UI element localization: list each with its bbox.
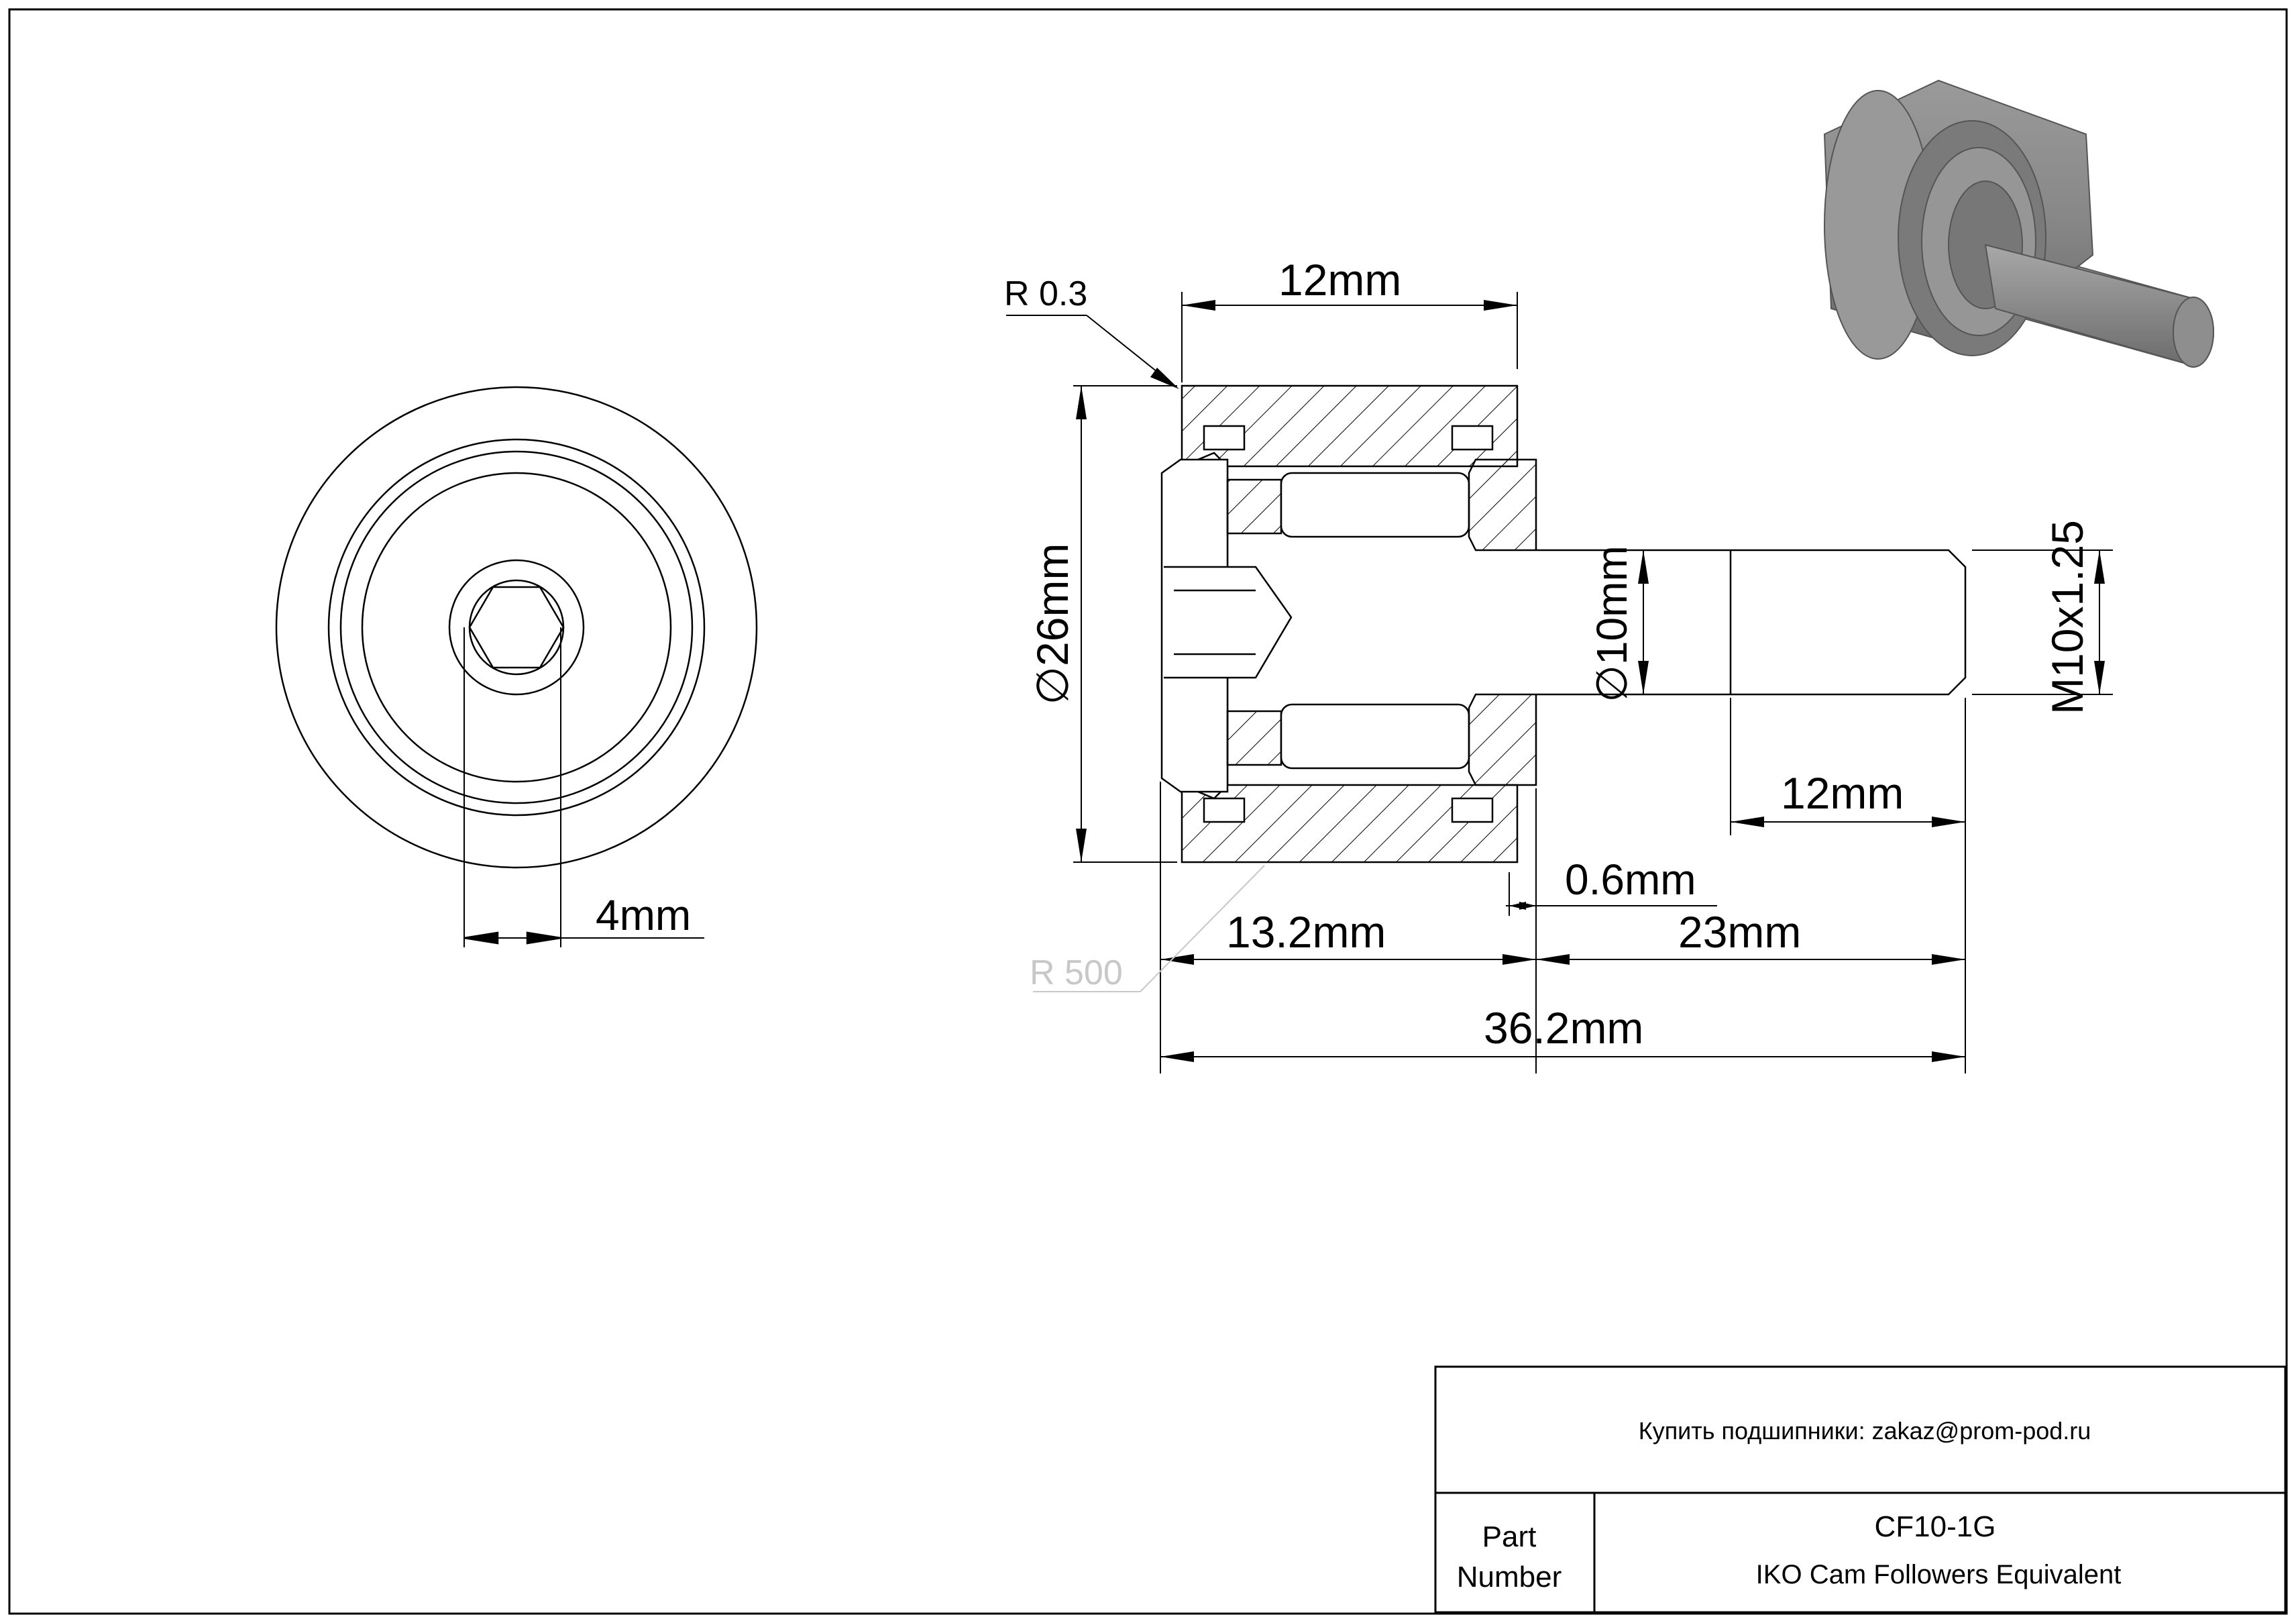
dim-gap: 0.6mm xyxy=(1565,855,1696,904)
hex-socket-icon xyxy=(468,586,565,669)
outer-ring-bottom xyxy=(1181,784,1519,863)
side-plate-bottom xyxy=(1468,693,1537,786)
dim-diameter-outer: ∅26mm xyxy=(1028,543,1077,705)
end-view-outer-ring xyxy=(275,386,758,869)
section-dimensions xyxy=(1006,292,2113,1074)
part-number: CF10-1G xyxy=(1875,1510,1996,1543)
crown-radius-leader xyxy=(1033,865,1265,992)
dim-hex-size: 4mm xyxy=(596,891,691,939)
title-block xyxy=(1434,1365,2287,1614)
inner-flange-top xyxy=(1226,478,1282,535)
needle-roller-top xyxy=(1280,472,1470,538)
dim-width-outer: 12mm xyxy=(1278,255,1401,305)
section-view xyxy=(1160,384,1967,863)
dim-radius-top: R 0.3 xyxy=(1004,274,1087,313)
dim-overall-length: 36.2mm xyxy=(1484,1003,1643,1053)
part-description: IKO Cam Followers Equivalent xyxy=(1756,1560,2122,1589)
hex-socket-section xyxy=(1164,566,1293,679)
svg-text:∅10mm: ∅10mm xyxy=(1588,545,1636,702)
dim-stud-length: 23mm xyxy=(1678,907,1801,957)
dim-radius-crown: R 500 xyxy=(1030,953,1123,992)
dim-diameter-stud: ∅10mm xyxy=(1588,545,1636,702)
inner-flange-bottom xyxy=(1226,710,1282,766)
end-view-hex-inner xyxy=(468,579,565,676)
contact-line: Купить подшипники: zakaz@prom-pod.ru xyxy=(1639,1417,2091,1445)
end-view-ring-4 xyxy=(361,472,672,783)
side-plate-top xyxy=(1468,458,1537,552)
needle-roller-bottom xyxy=(1280,703,1470,770)
dim-head-length: 13.2mm xyxy=(1226,907,1386,957)
svg-text:M10x1.25: M10x1.25 xyxy=(2042,520,2092,715)
svg-text:∅26mm: ∅26mm xyxy=(1028,543,1077,705)
part-label-line1: Part xyxy=(1482,1520,1537,1553)
dim-thread-length: 12mm xyxy=(1781,768,1904,818)
end-view xyxy=(275,386,758,947)
part-label-line2: Number xyxy=(1457,1561,1562,1593)
end-view-ring-2 xyxy=(327,438,706,817)
dim-thread: M10x1.25 xyxy=(2042,520,2092,715)
end-view-hex-recess xyxy=(448,559,585,696)
cam-follower-render xyxy=(1823,79,2214,368)
end-view-ring-3 xyxy=(339,450,694,804)
sheet-border xyxy=(8,8,2288,1615)
